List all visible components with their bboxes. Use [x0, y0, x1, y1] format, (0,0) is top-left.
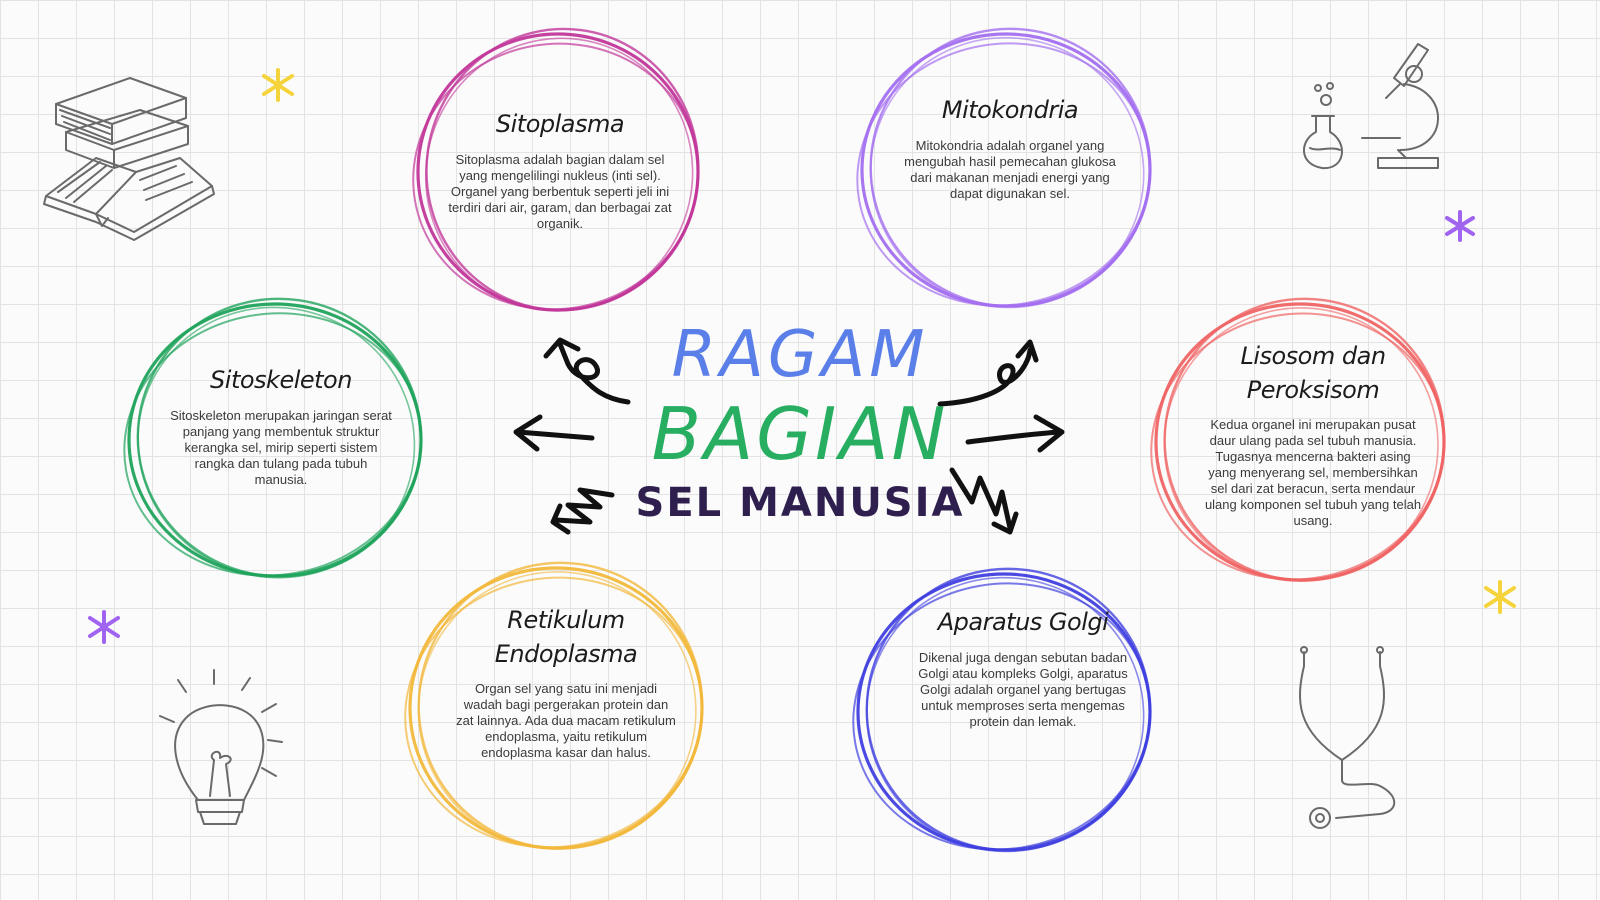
title-line-sel-manusia: SEL MANUSIA: [635, 480, 965, 526]
node-title: Retikulum Endoplasma: [494, 606, 638, 668]
title-line-ragam: RAGAM: [671, 318, 929, 392]
scribble-stroke: [1163, 307, 1439, 583]
stethoscope-icon: [1299, 646, 1396, 829]
scribble-stroke: [404, 576, 704, 849]
node-sitoskeleton: Sitoskeleton Sitoskeleton merupakan jari…: [170, 364, 392, 488]
node-title: Sitoplasma: [495, 110, 625, 138]
books-icon: [43, 77, 215, 241]
main-title: RAGAM BAGIAN SEL MANUSIA: [620, 318, 980, 528]
node-title: Aparatus Golgi: [937, 608, 1109, 636]
scribble-stroke: [852, 582, 1152, 851]
flask-icon: [1303, 82, 1343, 170]
node-title: Lisosom dan Peroksisom: [1240, 342, 1386, 404]
node-mitokondria: Mitokondria Mitokondria adalah organel y…: [896, 94, 1124, 202]
node-description: Dikenal juga dengan sebutan badan Golgi …: [918, 649, 1128, 729]
scribble-circle: [412, 27, 700, 312]
title-line-bagian: BAGIAN: [651, 392, 949, 476]
microscope-icon: [1361, 43, 1439, 169]
node-lisosom-peroksisom: Lisosom dan Peroksisom Kedua organel ini…: [1202, 340, 1424, 529]
scribble-stroke: [856, 42, 1152, 307]
scribble-circle: [856, 27, 1152, 309]
node-description: Mitokondria adalah organel yang mengubah…: [904, 137, 1116, 201]
node-description: Organ sel yang satu ini menjadi wadah ba…: [456, 681, 676, 761]
node-description: Kedua organel ini merupakan pusat daur u…: [1204, 417, 1422, 529]
node-title: Sitoskeleton: [210, 366, 352, 394]
scribble-stroke: [1150, 312, 1446, 581]
scribble-circle: [1150, 297, 1446, 583]
node-description: Sitoplasma adalah bagian dalam sel yang …: [448, 151, 672, 231]
node-description: Sitoskeleton merupakan jaringan serat pa…: [170, 407, 392, 487]
arrow-to-sitoplasma: [543, 337, 631, 405]
scribble-circle: [123, 297, 423, 579]
arrow-to-retikulum: [550, 487, 615, 535]
node-title: Mitokondria: [941, 96, 1079, 124]
lightbulb-icon: [159, 669, 283, 825]
arrow-to-mitokondria: [937, 339, 1039, 407]
scribble-stroke: [865, 576, 1145, 853]
sparkle-icon: [1484, 580, 1516, 614]
scribble-circle: [404, 561, 704, 850]
arrow-to-aparatus: [949, 467, 1019, 535]
scribble-stroke: [424, 37, 694, 312]
node-aparatus-golgi: Aparatus Golgi Dikenal juga dengan sebut…: [910, 606, 1136, 730]
node-sitoplasma: Sitoplasma Sitoplasma adalah bagian dala…: [440, 108, 680, 232]
sparkle-icon: [88, 610, 120, 644]
sparkle-icon: [1445, 210, 1475, 242]
sparkle-icon: [262, 68, 294, 102]
scribble-circle: [852, 567, 1152, 853]
scribble-stroke: [417, 571, 697, 850]
arrow-to-sitoskeleton: [513, 414, 595, 452]
scribble-stroke: [123, 312, 423, 577]
scribble-stroke: [412, 42, 700, 311]
scribble-stroke: [869, 36, 1145, 309]
scribble-stroke: [137, 306, 416, 579]
arrow-to-lisosom: [965, 414, 1065, 453]
node-retikulum-endoplasma: Retikulum Endoplasma Organ sel yang satu…: [456, 604, 676, 761]
